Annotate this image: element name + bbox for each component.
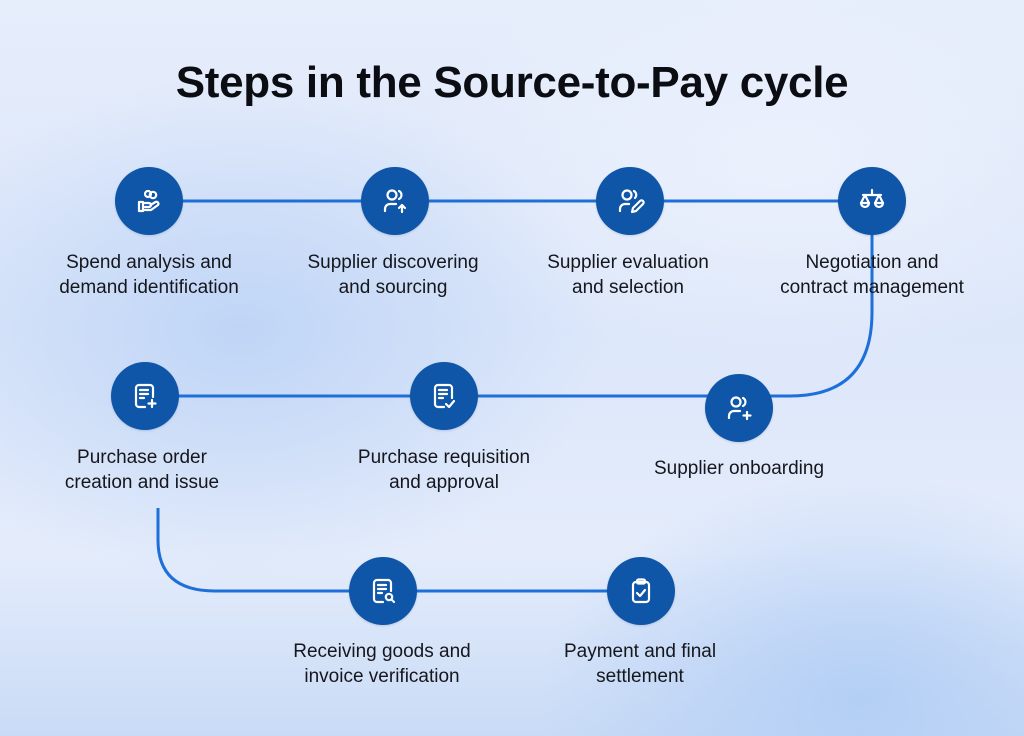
step-6-label: Purchase requisition and approval	[357, 447, 531, 493]
document-check-icon	[433, 383, 456, 409]
hand-coins-icon	[137, 189, 160, 213]
scales-icon	[859, 188, 885, 209]
step-3-label: Supplier evaluation and selection	[547, 252, 709, 298]
step-9-label: Payment and final settlement	[563, 641, 717, 687]
step-1-label: Spend analysis and demand identification	[59, 252, 239, 298]
step-7-label: Purchase order creation and issue	[64, 447, 220, 493]
step-1-node	[115, 167, 183, 235]
document-plus-icon	[134, 383, 157, 409]
users-plus-icon	[727, 396, 752, 421]
document-search-icon	[372, 578, 396, 604]
diagram-title: Steps in the Source-to-Pay cycle	[175, 58, 849, 107]
step-5-node	[705, 374, 773, 442]
step-3-node	[596, 167, 664, 235]
step-4-node	[838, 167, 906, 235]
clipboard-check-icon	[631, 578, 651, 604]
users-arrow-up-icon	[383, 189, 407, 214]
step-4-label: Negotiation and contract management	[780, 252, 964, 298]
step-2-label: Supplier discovering and sourcing	[307, 252, 479, 298]
step-8-node	[349, 557, 417, 625]
step-8-label: Receiving goods and invoice verification	[293, 641, 471, 687]
step-5-label: Supplier onboarding	[653, 458, 825, 479]
user-edit-icon	[618, 189, 645, 214]
step-7-node	[111, 362, 179, 430]
step-6-node	[410, 362, 478, 430]
step-2-node	[361, 167, 429, 235]
step-9-node	[607, 557, 675, 625]
